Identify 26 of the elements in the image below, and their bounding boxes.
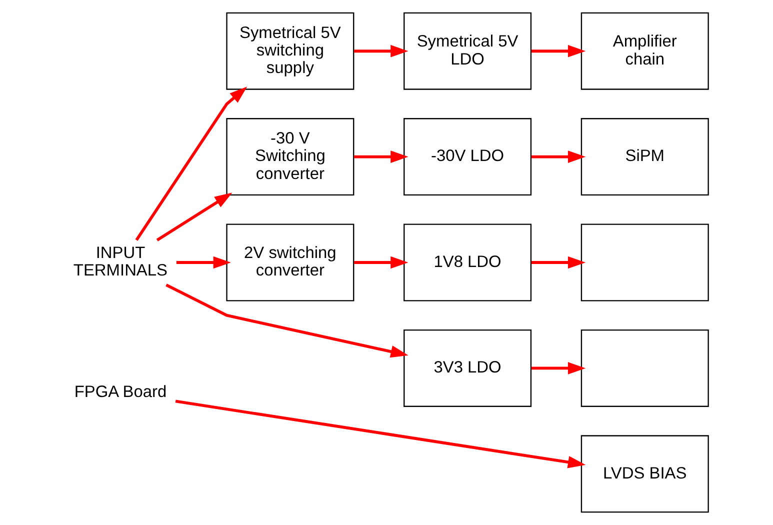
node-text: FPGA Board	[74, 383, 167, 402]
node-box: 3V3 LDO	[404, 329, 532, 407]
arrow	[531, 150, 586, 163]
node-box: LVDS BIAS	[580, 435, 709, 513]
node-box	[580, 224, 709, 302]
arrow	[176, 256, 231, 269]
arrow	[354, 256, 408, 269]
arrow	[531, 256, 586, 269]
arrow	[354, 44, 408, 58]
node-box: -30V LDO	[404, 118, 532, 196]
node-box: Symetrical 5V switching supply	[226, 12, 354, 90]
arrow	[156, 192, 232, 242]
node-box	[580, 329, 709, 407]
arrow	[135, 86, 248, 241]
node-box: Amplifier chain	[580, 12, 709, 90]
arrow	[531, 362, 586, 374]
arrow	[354, 150, 408, 163]
node-text: INPUT TERMINALS	[73, 244, 168, 280]
arrow	[175, 400, 586, 468]
node-box: Symetrical 5V LDO	[404, 12, 532, 90]
node-box: SiPM	[580, 118, 709, 196]
node-box: -30 V Switching converter	[226, 118, 354, 196]
arrow	[531, 44, 586, 58]
arrow	[166, 284, 408, 358]
node-box: 2V switching converter	[226, 224, 354, 302]
node-box: 1V8 LDO	[404, 224, 532, 302]
